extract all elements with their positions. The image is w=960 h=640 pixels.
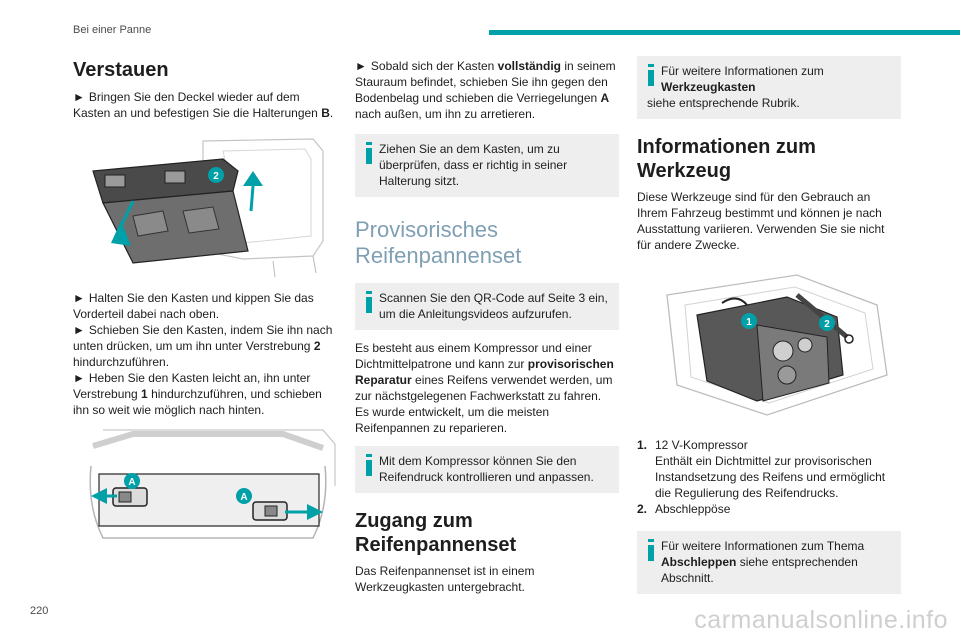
arrow-bullet-icon: ► [355,59,367,73]
heading-informationen-zum-werkzeug: Informationen zum Werkzeug [637,136,816,182]
info-note-werkzeugkasten: Für weitere Informationen zum Werkzeugka… [637,56,901,119]
paragraph-werkzeuge: Diese Werkzeuge sind für den Gebrauch an… [637,190,885,252]
paragraph-reifenpannen: Es wurde entwickelt, um die meisten Reif… [355,405,550,435]
watermark: carmanualsonline.info [694,606,948,634]
step-2: ►Halten Sie den Kasten und kippen Sie da… [73,291,314,321]
info-icon [366,454,372,476]
callout-a-right: A [240,492,247,503]
column-3: Für weitere Informationen zum Werkzeugka… [637,50,901,594]
info-icon [648,64,654,86]
list-item: 1. 12 V-Kompressor Enthält ein Dichtmitt… [637,438,886,500]
info-icon [366,142,372,164]
list-item: 2. Abschleppöse [637,502,731,516]
info-icon [366,291,372,313]
step-4: ►Heben Sie den Kasten leicht an, ihn unt… [73,371,322,417]
step-1: ►Bringen Sie den Deckel wieder auf dem K… [73,90,334,120]
info-note-abschleppen: Für weitere Informationen zum Thema Absc… [637,531,901,594]
heading-verstauen: Verstauen [73,59,169,81]
figure-box-tilt: 2 [73,131,337,281]
arrow-bullet-icon: ► [73,371,85,385]
step-3: ►Schieben Sie den Kasten, indem Sie ihn … [73,323,333,369]
header-accent-rule [489,30,960,35]
column-1: Verstauen ►Bringen Sie den Deckel wieder… [73,50,337,544]
figure-box-latches: A A [73,426,337,544]
page-number: 220 [30,605,49,617]
callout-2: 2 [824,319,830,330]
info-note-qr-code: Scannen Sie den QR-Code auf Seite 3 ein,… [355,283,619,330]
arrow-bullet-icon: ► [73,90,85,104]
tool-list: 1. 12 V-Kompressor Enthält ein Dichtmitt… [637,437,901,517]
callout-1: 1 [746,317,752,328]
info-note-halterung: Ziehen Sie an dem Kasten, um zu überprüf… [355,134,619,197]
column-2: ►Sobald sich der Kasten vollständig in s… [355,50,619,595]
info-icon [648,539,654,561]
callout-a-left: A [128,477,135,488]
callout-2: 2 [213,171,219,182]
step-5: ►Sobald sich der Kasten vollständig in s… [355,59,616,121]
info-note-reifendruck: Mit dem Kompressor können Sie den Reifen… [355,446,619,493]
running-header: Bei einer Panne [73,24,152,36]
arrow-bullet-icon: ► [73,323,85,337]
paragraph-werkzeugkasten: Das Reifenpannenset ist in einem Werkzeu… [355,564,535,594]
paragraph-kompressor-dichtmittel: Es besteht aus einem Kompressor und eine… [355,341,614,403]
arrow-bullet-icon: ► [73,291,85,305]
figure-toolbox: 1 2 [637,265,901,425]
